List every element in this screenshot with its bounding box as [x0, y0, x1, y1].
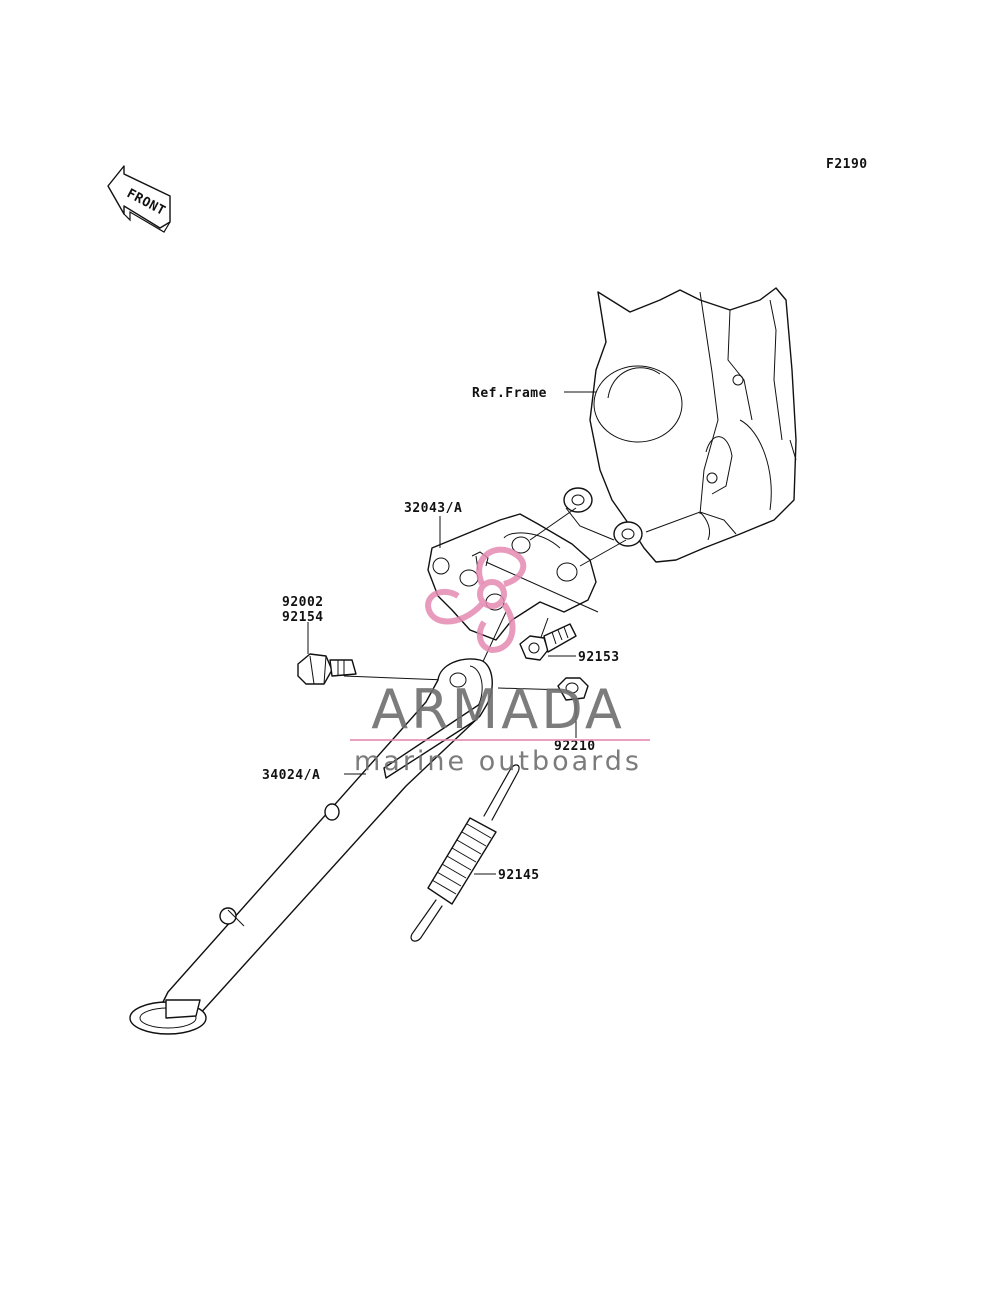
label-bolt-a: 92002 — [282, 595, 324, 610]
reference-frame — [589, 287, 797, 563]
diagram-code: F2190 — [826, 157, 868, 172]
label-bracket: 32043/A — [404, 501, 462, 516]
label-stand: 34024/A — [262, 768, 320, 783]
leader-lines — [343, 507, 627, 691]
label-leaders — [307, 391, 596, 875]
stand-bracket — [427, 513, 597, 641]
label-flange-bolt: 92153 — [578, 650, 620, 665]
front-arrow-icon: FRONT — [107, 165, 171, 233]
label-nut: 92210 — [554, 739, 596, 754]
watermark-logo-icon — [424, 546, 527, 654]
pivot-bolt — [297, 653, 357, 685]
lock-nut — [557, 677, 589, 701]
watermark-brand: ARMADA — [371, 678, 625, 741]
frame-mount-lugs — [563, 487, 643, 547]
stand-spring — [410, 764, 520, 942]
label-ref-frame: Ref.Frame — [472, 386, 547, 401]
watermark: ARMADA marine outboards — [350, 546, 650, 777]
label-bolt-b: 92154 — [282, 610, 324, 625]
flange-bolt — [519, 623, 577, 661]
label-spring: 92145 — [498, 868, 540, 883]
watermark-tagline: marine outboards — [354, 746, 642, 777]
